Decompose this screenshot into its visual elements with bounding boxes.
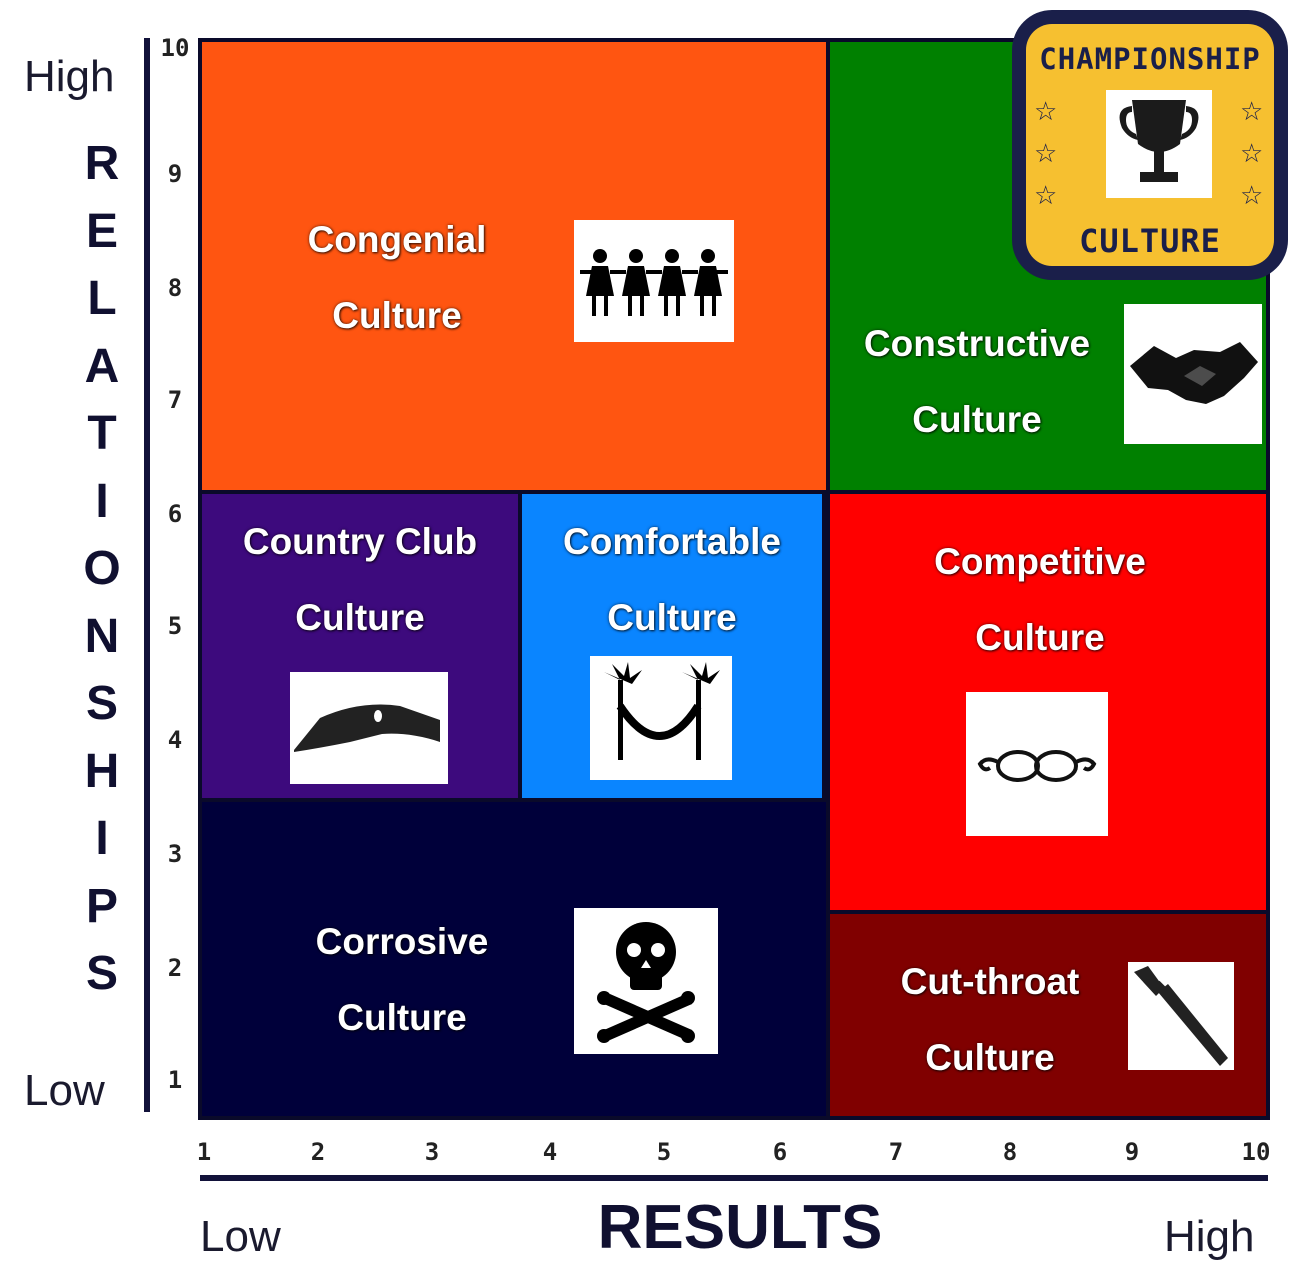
competitive-title: Competitive [934,541,1146,582]
y-axis-title-letter: A [84,339,120,393]
glasses-icon [966,692,1108,836]
constructive-title: Constructive [863,323,1091,364]
y-tick-label: 2 [167,954,183,982]
x-tick-label: 7 [888,1138,904,1166]
y-tick-label: 4 [167,726,183,754]
y-axis-title-letter: S [85,947,118,1000]
badge-top-text: CHAMPIONSHIP [1039,42,1261,76]
cut-throat-subtitle: Culture [925,1037,1055,1078]
country-club-subtitle: Culture [295,597,425,638]
star-icon: ☆ [1240,180,1264,210]
star-icon: ☆ [1034,180,1058,210]
comfortable-subtitle: Culture [607,597,737,638]
x-tick-label: 1 [196,1138,212,1166]
x-axis-high-label: High [1164,1212,1255,1261]
star-icon: ☆ [1240,96,1264,126]
y-axis-title-letter: I [95,474,109,528]
y-tick-label: 1 [167,1066,183,1094]
skull-crossbones-icon [574,908,718,1054]
star-icon: ☆ [1034,96,1058,126]
y-axis-line [144,38,150,1112]
badge-bottom-text: CULTURE [1079,222,1221,260]
x-tick-label: 9 [1124,1138,1140,1166]
y-tick-label: 10 [160,34,190,62]
congenial-subtitle: Culture [332,295,462,336]
x-axis-low-label: Low [200,1212,281,1261]
cell-country-club: Country Club Culture [202,494,518,798]
y-axis-title-letter: H [84,744,120,798]
x-tick-label: 6 [772,1138,788,1166]
competitive-subtitle: Culture [975,617,1105,658]
y-axis-title-letter: S [85,677,118,730]
cell-corrosive: Corrosive Culture [202,802,826,1116]
cell-cut-throat: Cut-throat Culture [830,914,1266,1116]
x-tick-label: 3 [424,1138,440,1166]
y-tick-label: 3 [167,840,183,868]
x-tick-label: 5 [656,1138,672,1166]
y-axis-title-letter: I [95,812,109,865]
x-tick-label: 10 [1241,1138,1271,1166]
star-icon: ☆ [1240,138,1264,168]
cell-competitive: Competitive Culture [830,494,1266,910]
constructive-subtitle: Culture [912,399,1042,440]
y-axis-title-letter: O [83,542,121,595]
corrosive-subtitle: Culture [337,997,467,1038]
y-tick-label: 6 [167,500,183,528]
y-axis-title-letter: N [84,609,120,663]
y-axis-title-letter: T [87,407,117,460]
y-axis-title-letter: R [84,137,120,190]
y-axis-high-label: High [24,52,115,101]
hammock-icon [590,656,732,780]
cut-throat-title: Cut-throat [900,961,1080,1002]
y-axis-title-letter: E [85,204,118,258]
handshake-icon [1124,304,1262,444]
country-club-title: Country Club [242,521,478,562]
y-tick-label: 8 [167,274,183,302]
y-axis-low-label: Low [24,1066,105,1115]
y-tick-label: 5 [167,612,183,640]
x-tick-label: 4 [542,1138,558,1166]
corrosive-title: Corrosive [315,921,489,962]
star-icon: ☆ [1034,138,1058,168]
x-axis-title: RESULTS [597,1193,883,1262]
congenial-title: Congenial [307,219,487,260]
x-axis-line [200,1175,1268,1181]
comfortable-title: Comfortable [563,521,781,562]
people-holding-hands-icon [574,220,734,342]
x-tick-label: 2 [310,1138,326,1166]
cell-comfortable: Comfortable Culture [522,494,822,798]
y-tick-label: 7 [167,386,183,414]
trophy-icon [1106,90,1212,198]
y-tick-label: 9 [167,160,183,188]
knife-icon [1128,962,1234,1070]
x-tick-label: 8 [1002,1138,1018,1166]
cell-congenial: Congenial Culture [202,42,826,490]
y-axis-title-letter: L [87,272,117,325]
championship-culture-badge: CHAMPIONSHIP CULTURE ☆ ☆ ☆ ☆ ☆ ☆ [1012,10,1288,280]
visor-cap-icon [290,672,448,784]
y-axis-title-letter: P [85,879,118,933]
